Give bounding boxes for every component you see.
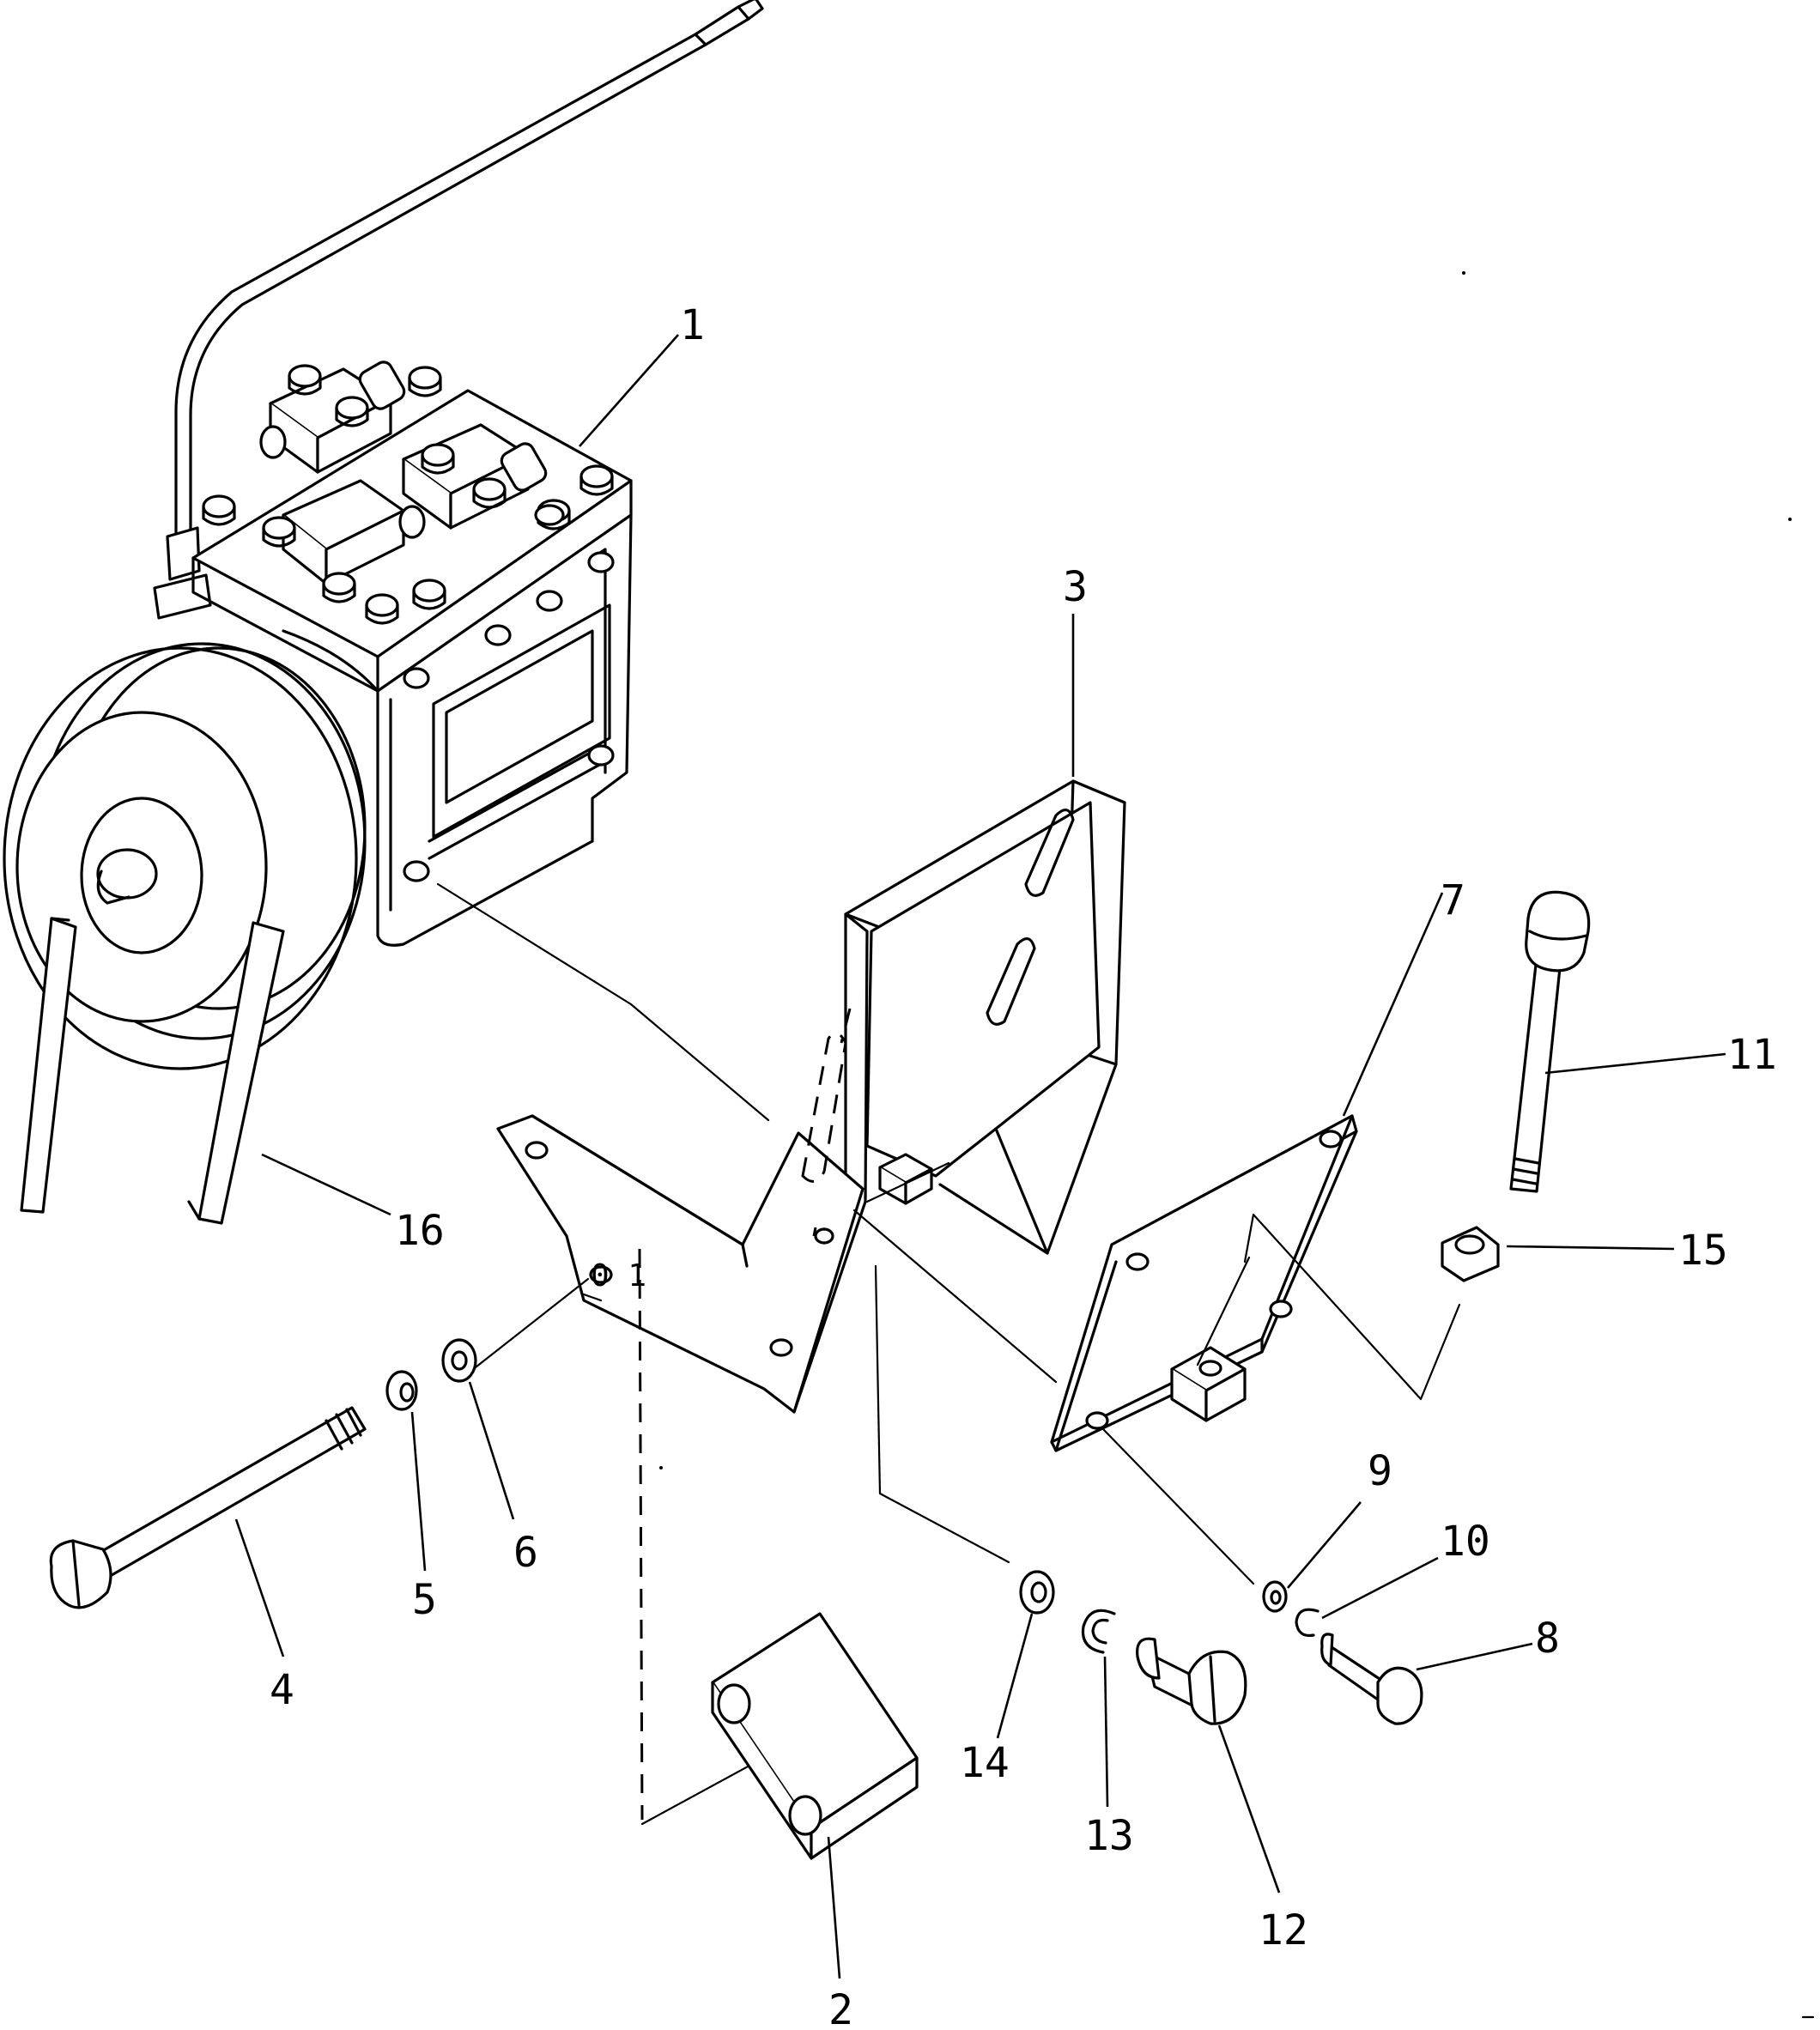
scan-specks [659,271,1815,2019]
callout-10: 10 [1441,1518,1490,1566]
callout-5: 5 [412,1576,437,1624]
nut-15 [1441,1226,1500,1282]
callout-14: 14 [960,1739,1010,1787]
v-belt [20,917,285,1225]
callout-2: 2 [828,1986,853,2030]
callout-3: 3 [1063,563,1088,611]
compressor [153,0,764,947]
callout-1: 1 [680,301,705,349]
washer-6 [441,1338,477,1383]
bolt-12 [1136,1637,1247,1725]
assembly-lines [436,882,1461,1826]
plate [1050,1114,1358,1452]
callout-6: 6 [513,1529,538,1577]
callout-4: 4 [270,1666,294,1714]
lock-washer-10 [1295,1608,1320,1638]
callout-labels: 1 3 7 11 15 16 4 5 6 14 13 12 9 10 8 2 0… [270,301,1777,2030]
callout-15: 15 [1678,1227,1728,1275]
bolt-8 [1320,1633,1423,1725]
washer-14 [1019,1570,1055,1615]
callout-12: 12 [1259,1906,1308,1954]
angle-bracket [496,912,869,1414]
leader-lines [234,334,1726,1979]
hole-reference-mark: 0 1 [591,1258,646,1294]
bolt-4 [49,1406,367,1609]
bracket-plate [844,779,1126,1255]
lock-washer-5 [385,1370,418,1411]
callout-13: 13 [1084,1812,1134,1860]
callout-9: 9 [1368,1447,1392,1495]
spacer-block [711,1612,919,1860]
lock-washer-13 [1081,1609,1116,1654]
callout-7: 7 [1441,876,1465,924]
callout-11: 11 [1727,1031,1777,1079]
washer-9 [1262,1580,1288,1613]
callout-8: 8 [1535,1615,1560,1663]
bolt-long [1509,890,1591,1193]
callout-16: 16 [395,1207,445,1255]
